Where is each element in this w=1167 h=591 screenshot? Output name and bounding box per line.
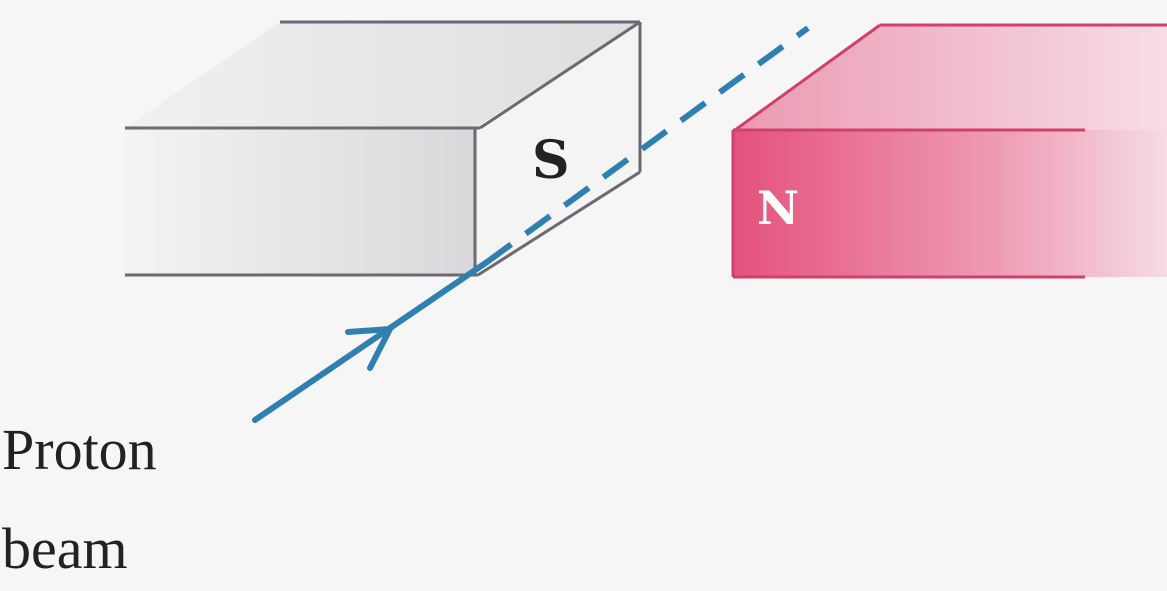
- beam-label-line2: beam: [2, 516, 128, 581]
- north-magnet-top-face: [735, 25, 1167, 130]
- north-magnet-edge: [734, 23, 881, 132]
- beam-label-line1: Proton: [2, 417, 157, 482]
- south-magnet-edge: [477, 170, 641, 277]
- south-magnet-edge: [479, 20, 641, 130]
- south-pole-label: S: [532, 130, 570, 191]
- proton-beam-solid-line: [252, 259, 490, 423]
- north-magnet-front-face: [733, 130, 1167, 277]
- south-magnet-top-face: [125, 22, 640, 128]
- south-magnet-end-face: [475, 22, 640, 275]
- south-magnet: S: [125, 20, 642, 277]
- north-pole-label: N: [757, 181, 799, 235]
- north-magnet: N: [731, 23, 1167, 279]
- proton-beam-dashed-line: [485, 25, 810, 265]
- south-magnet-front-face: [125, 128, 475, 275]
- proton-beam-arrowhead: [345, 326, 393, 371]
- proton-beam: [252, 25, 810, 423]
